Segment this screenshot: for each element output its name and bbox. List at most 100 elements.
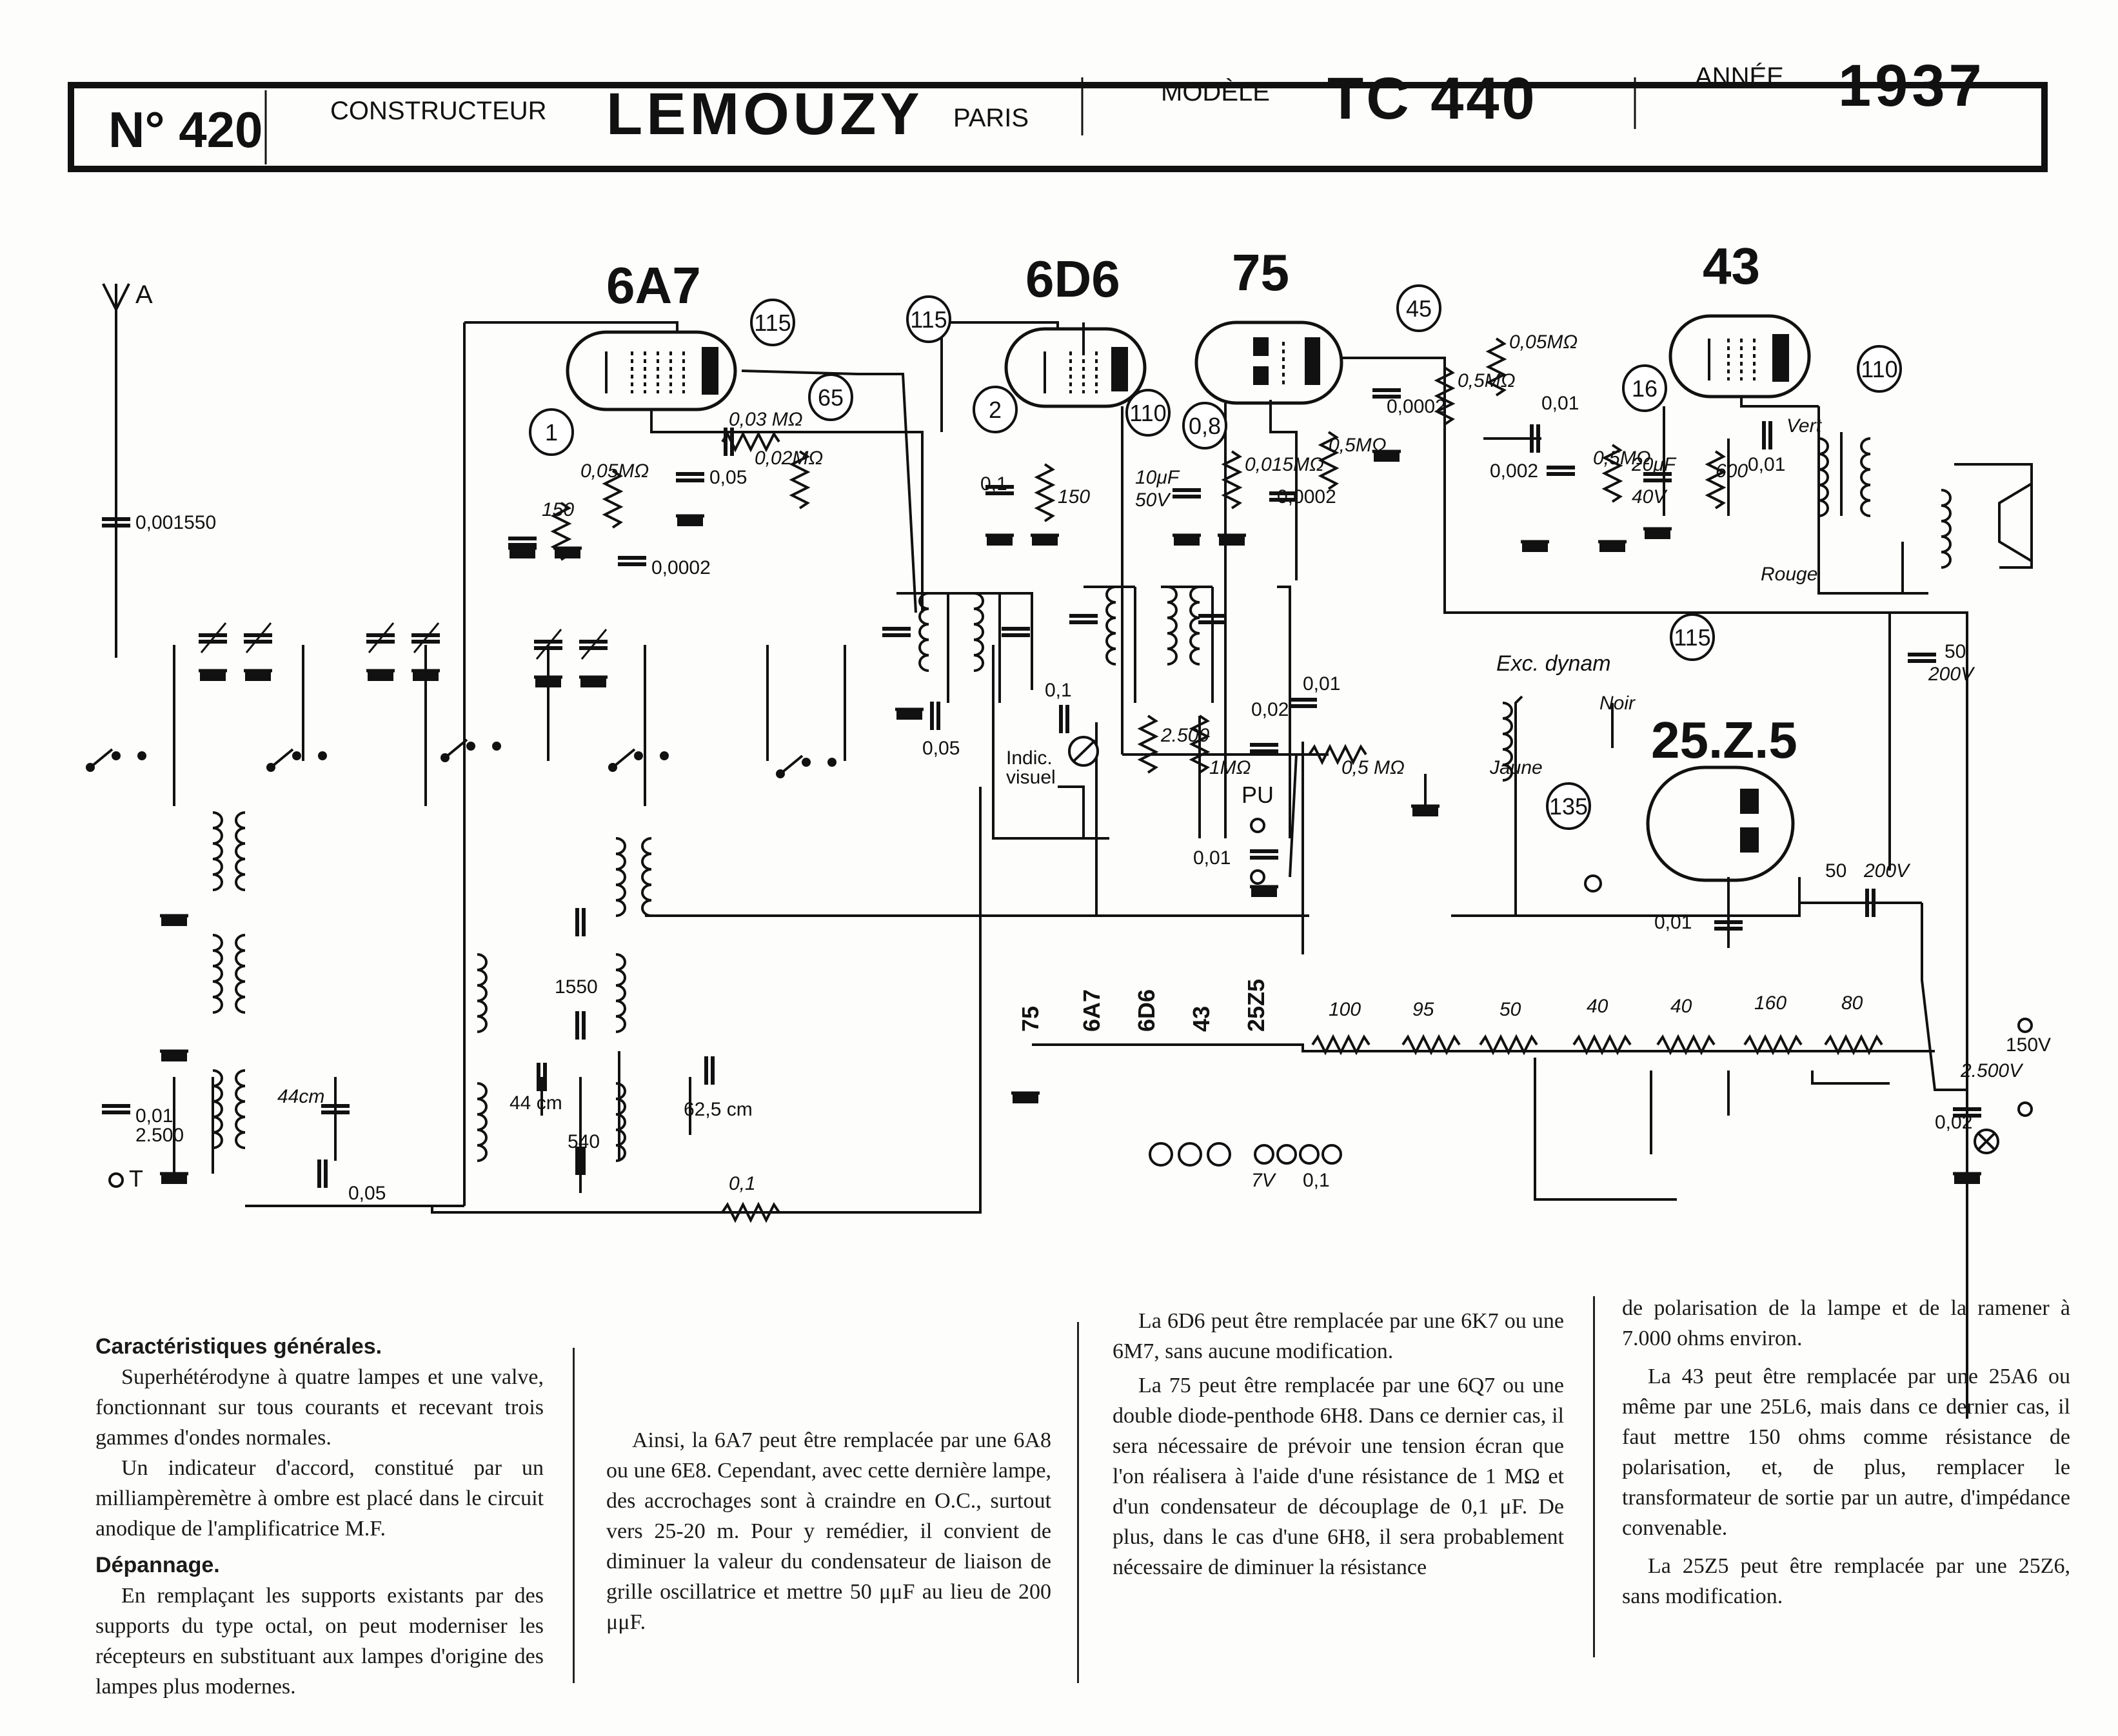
label-c-ant: 0,001550 — [135, 512, 216, 533]
label-lamp7v: 7V — [1251, 1170, 1277, 1191]
fil-tube-6d6: 6D6 — [1133, 989, 1160, 1032]
label-r002: 0,02MΩ — [755, 448, 823, 469]
label-rouge: Rouge — [1761, 564, 1817, 585]
tube-25z5-label: 25.Z.5 — [1651, 711, 1797, 769]
label-r05b: 0,5MΩ — [1458, 370, 1516, 391]
fil-res-40b: 40 — [1670, 996, 1692, 1017]
ref-110-b: 110 — [1861, 356, 1897, 382]
label-indic: Indic. — [1006, 747, 1053, 769]
para-1: Superhétérodyne à quatre lampes et une v… — [95, 1365, 544, 1450]
fil-res-160: 160 — [1754, 992, 1786, 1014]
label-c44cm-b: 44 cm — [510, 1092, 562, 1114]
ref-115-c: 115 — [1674, 624, 1710, 651]
label-c01b: 0,1 — [1045, 680, 1072, 701]
label-c200vb: 200V — [1863, 860, 1911, 882]
label-r003: 0,03 MΩ — [729, 409, 803, 430]
para-5: La 6D6 peut être remplacée par une 6K7 o… — [1113, 1309, 1564, 1363]
label-c10uf: 10μF — [1135, 467, 1180, 488]
label-r150b: 150 — [1058, 486, 1090, 508]
label-ground-t: T — [129, 1165, 143, 1192]
label-r600: 600 — [1716, 460, 1748, 482]
label-c002e: 0,02 — [1935, 1112, 1972, 1133]
label-noir: Noir — [1599, 693, 1636, 714]
label-exc: Exc. dynam — [1496, 651, 1611, 676]
label-vert: Vert — [1786, 415, 1823, 437]
label-c20uf: 20μF — [1631, 454, 1677, 475]
para-3: En remplaçant les supports existants par… — [95, 1584, 544, 1699]
fil-tube-43: 43 — [1188, 1006, 1214, 1032]
tube-43-label: 43 — [1703, 237, 1760, 295]
label-c44cm: 44cm — [277, 1086, 324, 1107]
label-c2500v: 2.500V — [1960, 1060, 2024, 1081]
header-city: PARIS — [953, 104, 1029, 132]
label-c540: 540 — [568, 1131, 600, 1152]
label-r005b: 0,05MΩ — [1509, 331, 1578, 353]
label-c005-if: 0,05 — [922, 738, 960, 759]
fil-tube-75: 75 — [1017, 1006, 1044, 1032]
fil-res-100: 100 — [1329, 999, 1361, 1020]
fil-tube-6a7: 6A7 — [1078, 989, 1105, 1032]
title-block: N° 420 CONSTRUCTEUR LEMOUZY PARIS MODÈLE… — [68, 53, 2048, 172]
ref-2: 2 — [989, 397, 1002, 423]
label-c-t1: 0,01 — [135, 1105, 173, 1127]
label-c001e: 0,01 — [1654, 912, 1692, 933]
fil-tube-25z5: 25Z5 — [1243, 979, 1269, 1032]
header-modele-label: MODÈLE — [1161, 77, 1270, 106]
fil-res-95: 95 — [1412, 999, 1434, 1020]
ref-1: 1 — [545, 419, 558, 446]
label-c01a: 0,1 — [980, 473, 1007, 495]
label-c50b: 50 — [1825, 860, 1846, 882]
heading-caracteristiques: Caractéristiques générales. — [95, 1334, 382, 1359]
ref-45: 45 — [1406, 295, 1432, 322]
tube-75-label: 75 — [1232, 244, 1289, 301]
para-6: La 75 peut être remplacée par une 6Q7 ou… — [1113, 1374, 1564, 1579]
fil-res-40a: 40 — [1587, 996, 1608, 1017]
label-antenna: A — [135, 281, 153, 309]
column-4: de polarisation de la lampe et de la ram… — [1622, 1293, 2070, 1612]
header-annee: 1937 — [1838, 53, 1986, 119]
header-modele: TC 440 — [1327, 66, 1538, 132]
label-c200v: 200V — [1928, 664, 1975, 685]
column-3: La 6D6 peut être remplacée par une 6K7 o… — [1113, 1306, 1564, 1583]
header-constructeur-label: CONSTRUCTEUR — [330, 97, 547, 125]
label-c001b: 0,01 — [1303, 673, 1340, 695]
ref-16: 16 — [1632, 375, 1658, 402]
label-r150a: 150 — [542, 499, 574, 520]
label-r05c: 0,5MΩ — [1593, 448, 1651, 469]
para-2: Un indicateur d'accord, constitué par un… — [95, 1456, 544, 1541]
label-c0002a: 0,0002 — [651, 557, 711, 578]
header-annee-label: ANNÉE — [1695, 62, 1784, 91]
label-c002: 0,02 — [1251, 699, 1289, 720]
label-c001a: 0,01 — [1193, 847, 1231, 869]
ref-110-a: 110 — [1129, 400, 1166, 426]
para-4: Ainsi, la 6A7 peut être remplacée par un… — [606, 1428, 1051, 1634]
label-pu: PU — [1242, 782, 1274, 808]
label-c50v: 50V — [1135, 489, 1171, 511]
label-c50: 50 — [1945, 641, 1966, 662]
fil-res-50: 50 — [1499, 999, 1521, 1020]
column-separator-1 — [573, 1348, 575, 1683]
label-c005b: 0,05 — [348, 1183, 386, 1204]
label-jaune: Jaune — [1489, 757, 1543, 778]
label-r05a: 0,5MΩ — [1329, 435, 1387, 456]
ref-65: 65 — [818, 384, 844, 411]
header-number: N° 420 — [108, 101, 262, 158]
label-r2500: 2.500 — [1160, 725, 1209, 746]
ref-135: 135 — [1549, 793, 1588, 820]
label-c0002c: 0,0002 — [1387, 396, 1446, 417]
label-r1m: 1MΩ — [1209, 757, 1251, 778]
label-c40v: 40V — [1632, 486, 1668, 508]
label-c0002b: 0,0002 — [1277, 486, 1336, 508]
fil-res-80: 80 — [1841, 992, 1863, 1014]
label-visuel: visuel — [1006, 767, 1056, 788]
column-1: Caractéristiques générales. Superhétérod… — [95, 1332, 544, 1702]
heading-depannage: Dépannage. — [95, 1553, 220, 1577]
para-7: de polarisation de la lampe et de la ram… — [1622, 1296, 2070, 1350]
tube-6d6-label: 6D6 — [1025, 250, 1120, 308]
label-lamp01: 0,1 — [1303, 1170, 1330, 1191]
para-9: La 25Z5 peut être remplacée par une 25Z6… — [1622, 1554, 2070, 1608]
circuit-schematic: 115 115 65 1 2 110 0,8 45 16 110 115 135… — [84, 237, 2051, 1419]
label-c005a: 0,05 — [709, 467, 747, 488]
ref-115-a: 115 — [754, 310, 791, 336]
